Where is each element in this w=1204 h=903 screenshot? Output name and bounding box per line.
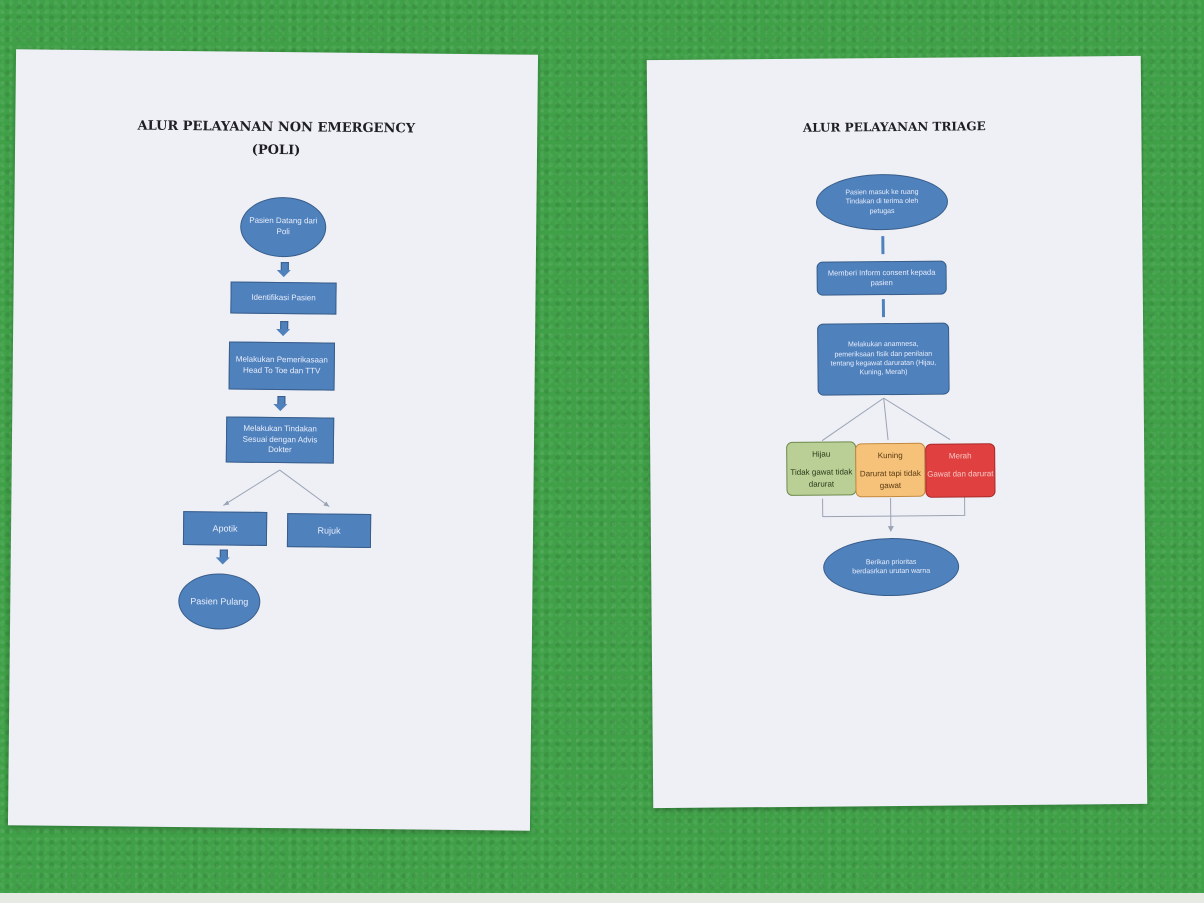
triage-kuning-name: Kuning <box>877 450 903 461</box>
triage-merah: Merah Gawat dan darurat <box>925 443 996 498</box>
triage-hijau-name: Hijau <box>812 449 831 459</box>
triage-hijau-desc: Tidak gawat tidak darurat <box>790 467 853 489</box>
triage-connectors <box>821 397 966 533</box>
sheet-non-emergency: ALUR PELAYANAN NON EMERGENCY (POLI) Pasi… <box>7 49 539 831</box>
triage-hijau: Hijau Tidak gawat tidak darurat <box>786 441 857 496</box>
triage-merah-desc: Gawat dan darurat <box>927 469 994 479</box>
floor-strip <box>0 893 1204 903</box>
triage-kuning-desc: Darurat tapi tidak gawat <box>859 468 921 491</box>
branch-connector <box>223 469 330 507</box>
branch-rujuk: Rujuk <box>286 513 372 549</box>
end-node: Pasien Pulang <box>178 573 261 630</box>
branch-apotik: Apotik <box>182 511 268 546</box>
triage-merah-name: Merah <box>948 451 972 461</box>
arrow-down-icon <box>219 549 227 563</box>
sheet-triage: ALUR PELAYANAN TRIAGE Pasien masuk ke ru… <box>646 55 1148 809</box>
triage-kuning: Kuning Darurat tapi tidak gawat <box>855 442 926 498</box>
